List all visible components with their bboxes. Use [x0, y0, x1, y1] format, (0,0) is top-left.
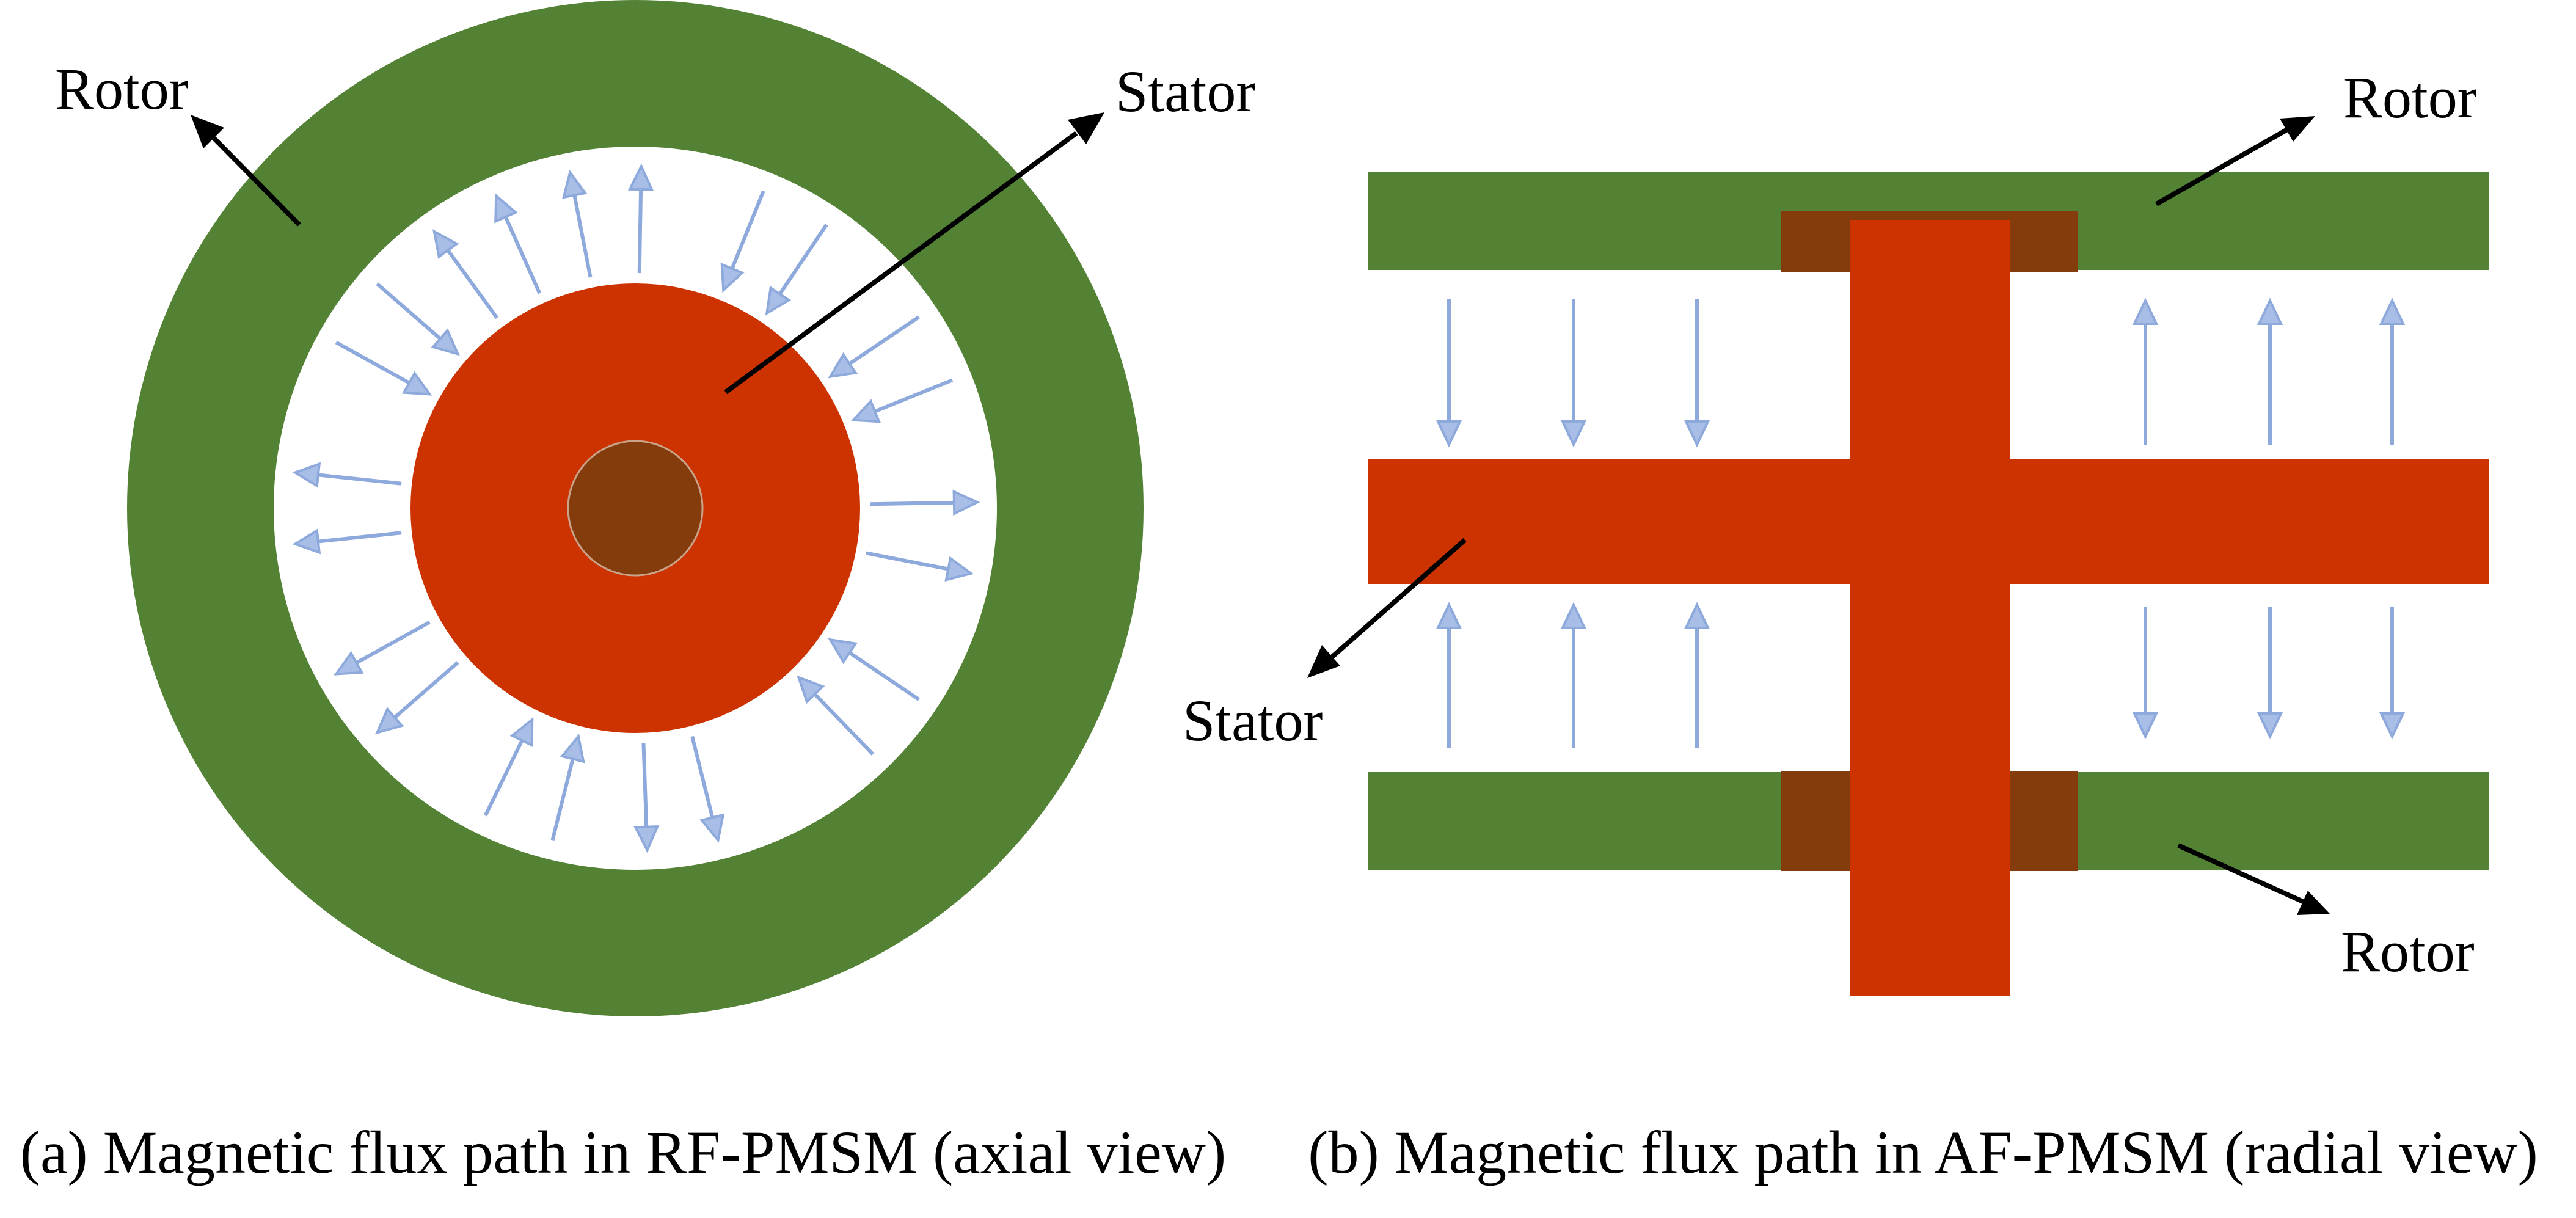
flux-arrow — [550, 734, 585, 841]
flux-arrow — [870, 489, 980, 516]
stator-label-b: Stator — [1183, 688, 1323, 753]
flux-arrow — [335, 340, 432, 396]
caption-b: (b) Magnetic flux path in AF-PMSM (radia… — [1308, 1118, 2538, 1186]
flux-arrow-down — [1560, 299, 1587, 448]
flux-arrow — [866, 551, 974, 582]
flux-arrow — [334, 621, 431, 676]
panel-a-rf-pmsm: Rotor Stator (a) Magnetic flux path in R… — [20, 0, 1255, 1186]
flux-arrow — [292, 528, 402, 555]
flux-arrow — [765, 224, 828, 316]
stator-leader-arrow-b — [1307, 538, 1467, 678]
flux-arrow — [797, 675, 875, 756]
flux-arrow — [720, 190, 765, 293]
flux-arrow — [432, 229, 499, 319]
stator-leader-arrow-a — [724, 112, 1104, 395]
flux-arrow — [828, 638, 920, 701]
flux-arrow-up — [2379, 297, 2406, 445]
flux-arrow — [627, 163, 654, 274]
stator-vertical-bar — [1850, 220, 2010, 996]
flux-arrow — [483, 717, 534, 817]
flux-arrow-down — [2379, 607, 2406, 740]
stator-label-a: Stator — [1115, 59, 1255, 124]
flux-arrow-up — [2132, 297, 2159, 445]
flux-arrow — [292, 462, 402, 488]
flux-arrow-down — [2132, 607, 2159, 740]
shaft — [567, 440, 704, 577]
rotor-label-a: Rotor — [55, 56, 189, 122]
flux-arrow — [850, 378, 954, 423]
flux-arrow-up — [2257, 297, 2283, 445]
rotor-top-label: Rotor — [2343, 65, 2477, 130]
rotor-bottom-leader-arrow — [2177, 843, 2330, 915]
flux-arrow — [494, 193, 542, 294]
flux-arrow — [690, 735, 725, 843]
flux-arrow-up — [1684, 602, 1710, 748]
rotor-leader-arrow — [191, 115, 301, 227]
flux-arrow — [633, 743, 660, 853]
axial-flux-arrows — [1436, 297, 2406, 748]
flux-arrow-down — [1684, 299, 1710, 448]
flux-arrow-up — [1436, 602, 1462, 748]
panel-b-af-pmsm: Rotor Rotor Stator (b) Magnetic flux pat… — [1183, 65, 2538, 1186]
caption-a: (a) Magnetic flux path in RF-PMSM (axial… — [20, 1118, 1227, 1186]
flux-arrow-down — [2257, 607, 2283, 740]
flux-arrow — [562, 169, 593, 278]
rotor-top-leader-arrow — [2155, 116, 2315, 206]
radial-flux-arrows — [292, 163, 980, 853]
flux-arrow-up — [1560, 602, 1587, 748]
flux-arrow-down — [1436, 299, 1462, 448]
flux-arrow — [374, 661, 459, 735]
flux-arrow — [828, 315, 920, 379]
rotor-bottom-label: Rotor — [2341, 919, 2475, 984]
flux-arrow — [376, 282, 460, 356]
